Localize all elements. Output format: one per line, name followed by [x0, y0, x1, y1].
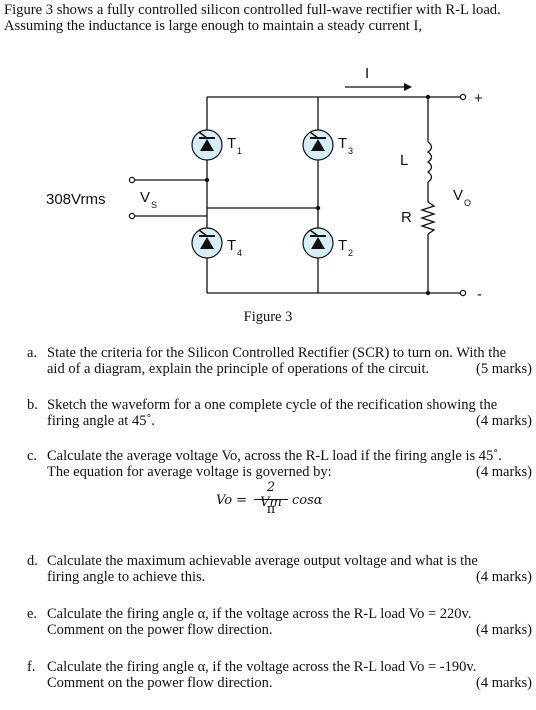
question-text-line: Calculate the firing angle α, if the vol… [47, 606, 472, 622]
junction-dot [315, 205, 321, 211]
question-c: c. Calculate the average voltage Vo, acr… [27, 448, 532, 480]
problem-intro: Figure 3 shows a fully controlled silico… [4, 2, 532, 34]
current-arrowhead [404, 83, 412, 91]
intro-line-2: Assuming the inductance is large enough … [4, 18, 422, 34]
thyristor-t2 [302, 227, 334, 259]
t1-subscript: 1 [237, 146, 242, 156]
question-d: d. Calculate the maximum achievable aver… [27, 553, 532, 585]
source-voltage-label: 308Vrms [46, 191, 105, 208]
t2-label: T [338, 237, 347, 254]
t3-label: T [338, 135, 347, 152]
question-f: f. Calculate the firing angle α, if the … [27, 659, 532, 691]
ac-terminal-bottom [128, 212, 136, 220]
formula-numerator: 2 Vm [260, 480, 282, 510]
t1-label: T [227, 135, 236, 152]
question-marks: (4 marks) [476, 569, 532, 585]
ac-terminal-top [128, 176, 136, 184]
question-text-line: Sketch the waveform for a one complete c… [47, 397, 498, 413]
question-text-line: State the criteria for the Silicon Contr… [47, 345, 507, 361]
inductor-label: L [400, 152, 408, 169]
question-marks: (5 marks) [476, 361, 532, 377]
output-terminal-minus [459, 289, 467, 297]
question-text-line: Calculate the firing angle α, if the vol… [47, 659, 477, 675]
intro-line-1: Figure 3 shows a fully controlled silico… [4, 2, 501, 18]
thyristor-t4 [191, 227, 223, 259]
question-text-line: Calculate the maximum achievable average… [47, 553, 478, 569]
junction-dot [425, 290, 431, 296]
plus-label: + [474, 90, 483, 107]
question-label: c. [27, 448, 38, 464]
formula-lhs: Vo = [216, 493, 248, 508]
vo-subscript: O [464, 198, 471, 208]
t4-label: T [227, 237, 236, 254]
question-marks: (4 marks) [476, 675, 532, 691]
question-marks: (4 marks) [476, 622, 532, 638]
question-label: f. [27, 659, 36, 675]
inductor-coil [426, 141, 433, 183]
question-marks: (4 marks) [476, 413, 532, 429]
current-label: I [365, 65, 369, 82]
vs-subscript: S [151, 200, 157, 210]
junction-dot [204, 177, 210, 183]
rectifier-circuit-diagram: 308Vrms V S I L R V O + - T 1 T 3 T 4 T … [46, 65, 483, 303]
output-terminal-plus [459, 93, 467, 101]
question-label: a. [27, 345, 38, 361]
t4-subscript: 4 [237, 248, 242, 258]
vs-label: V [140, 189, 150, 206]
question-label: e. [27, 606, 38, 622]
vo-label: V [453, 187, 463, 204]
question-label: d. [27, 553, 38, 569]
question-text-line: Comment on the power flow direction. [47, 622, 273, 638]
t2-subscript: 2 [348, 248, 353, 258]
junction-dot [425, 94, 431, 100]
minus-label: - [477, 286, 482, 303]
formula-denominator: π [266, 502, 276, 517]
question-text-line: Comment on the power flow direction. [47, 675, 273, 691]
resistor-label: R [401, 209, 412, 226]
resistor-zigzag [419, 201, 437, 235]
thyristor-t3 [302, 129, 334, 161]
question-e: e. Calculate the firing angle α, if the … [27, 606, 532, 638]
question-label: b. [27, 397, 38, 413]
question-text-line: firing angle to achieve this. [47, 569, 206, 585]
average-voltage-formula: Vo = 2 Vm π cosα [216, 480, 336, 524]
question-text-line: aid of a diagram, explain the principle … [47, 361, 430, 377]
question-text-line: The equation for average voltage is gove… [47, 464, 332, 480]
question-b: b. Sketch the waveform for a one complet… [27, 397, 532, 429]
question-a: a. State the criteria for the Silicon Co… [27, 345, 532, 377]
thyristor-t1 [191, 129, 223, 161]
formula-rhs: cosα [292, 493, 323, 508]
figure-caption: Figure 3 [243, 309, 293, 325]
fraction-bar [254, 499, 288, 500]
question-text-line: firing angle at 45˚. [47, 413, 155, 429]
question-marks: (4 marks) [476, 464, 532, 480]
t3-subscript: 3 [348, 146, 353, 156]
question-text-line: Calculate the average voltage Vo, across… [47, 448, 502, 464]
